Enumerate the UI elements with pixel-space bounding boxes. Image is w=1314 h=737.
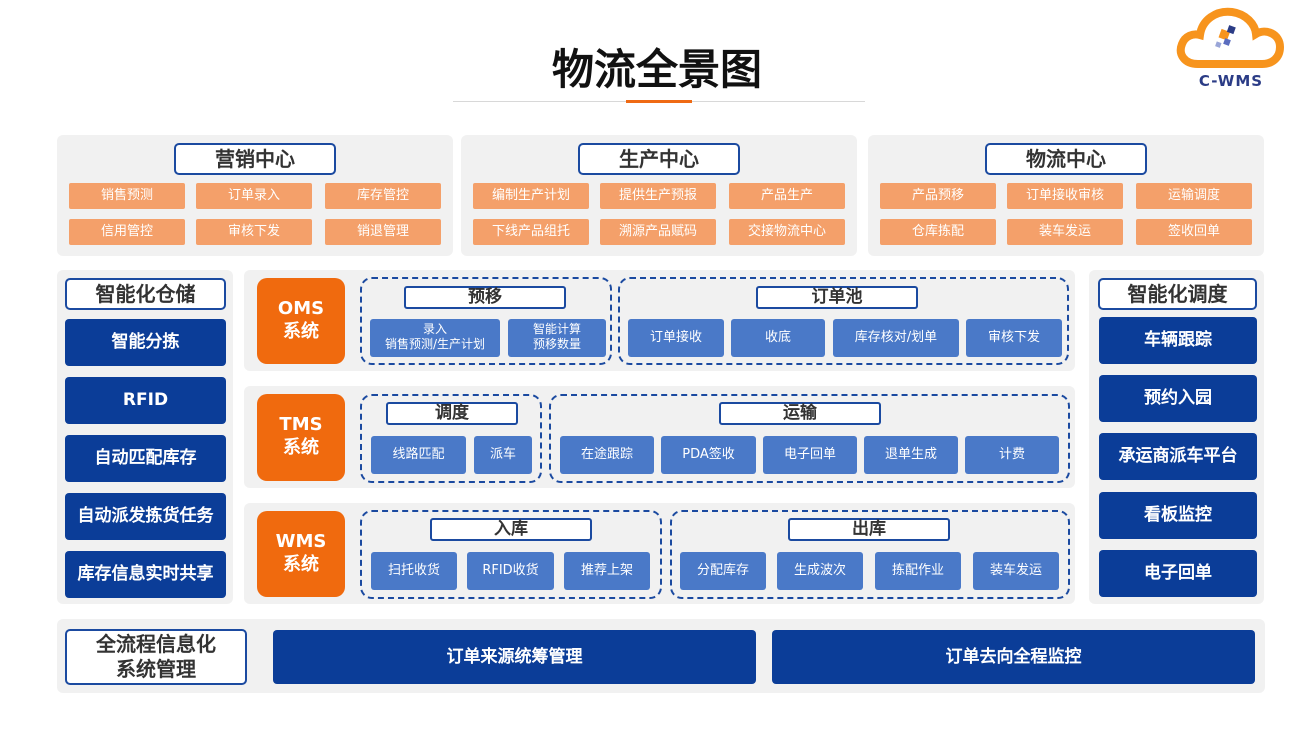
auto-match-inventory-button[interactable]: 自动匹配库存 bbox=[65, 435, 226, 482]
transport-group: 运输 在途跟踪 PDA签收 电子回单 退单生成 计费 bbox=[549, 394, 1070, 483]
tms-name: TMS bbox=[279, 414, 323, 435]
putaway-item[interactable]: 推荐上架 bbox=[564, 552, 650, 590]
logistics-item[interactable]: 运输调度 bbox=[1136, 183, 1252, 209]
dashboard-monitor-button[interactable]: 看板监控 bbox=[1099, 492, 1257, 539]
e-receipt-item[interactable]: 电子回单 bbox=[763, 436, 857, 474]
pre-move-label: 预移 bbox=[404, 286, 566, 309]
production-item[interactable]: 交接物流中心 bbox=[729, 219, 845, 245]
e-receipt-button[interactable]: 电子回单 bbox=[1099, 550, 1257, 597]
info-management-title-line2: 系统管理 bbox=[116, 657, 196, 681]
oms-badge: OMS 系统 bbox=[257, 278, 345, 364]
smart-warehousing-panel: 智能化仓储 智能分拣 RFID 自动匹配库存 自动派发拣货任务 库存信息实时共享 bbox=[57, 270, 233, 604]
wms-name: WMS bbox=[275, 531, 327, 552]
logistics-center-title: 物流中心 bbox=[985, 143, 1147, 175]
smart-warehousing-title: 智能化仓储 bbox=[65, 278, 226, 310]
marketing-center-title: 营销中心 bbox=[174, 143, 336, 175]
tms-badge: TMS 系统 bbox=[257, 394, 345, 481]
marketing-item[interactable]: 销退管理 bbox=[325, 219, 441, 245]
order-destination-monitor-button[interactable]: 订单去向全程监控 bbox=[772, 630, 1255, 684]
oms-name: OMS bbox=[277, 298, 325, 319]
item-line: 预移数量 bbox=[532, 337, 581, 351]
outbound-label: 出库 bbox=[788, 518, 950, 541]
title-accent-bar bbox=[626, 100, 692, 103]
logo-text: C-WMS bbox=[1198, 72, 1264, 90]
logistics-center-panel: 物流中心 产品预移 订单接收审核 运输调度 仓库拣配 装车发运 签收回单 bbox=[868, 135, 1264, 256]
allocate-inventory-item[interactable]: 分配库存 bbox=[680, 552, 766, 590]
tms-panel: TMS 系统 调度 线路匹配 派车 运输 在途跟踪 PDA签收 电子回单 退单生… bbox=[244, 386, 1075, 488]
oms-smart-calc-item[interactable]: 智能计算 预移数量 bbox=[508, 319, 606, 357]
production-item[interactable]: 产品生产 bbox=[729, 183, 845, 209]
logo: C-WMS bbox=[1176, 6, 1286, 98]
pda-sign-item[interactable]: PDA签收 bbox=[661, 436, 756, 474]
production-center-title: 生产中心 bbox=[578, 143, 740, 175]
info-management-panel: 全流程信息化 系统管理 订单来源统筹管理 订单去向全程监控 bbox=[57, 619, 1265, 693]
production-item[interactable]: 下线产品组托 bbox=[473, 219, 589, 245]
cloud-logo-icon bbox=[1176, 7, 1285, 68]
oms-entry-forecast-item[interactable]: 录入 销售预测/生产计划 bbox=[370, 319, 500, 357]
logistics-item[interactable]: 签收回单 bbox=[1136, 219, 1252, 245]
order-pool-group: 订单池 订单接收 收底 库存核对/划单 审核下发 bbox=[618, 277, 1069, 365]
rfid-button[interactable]: RFID bbox=[65, 377, 226, 424]
production-item[interactable]: 提供生产预报 bbox=[600, 183, 716, 209]
smart-dispatching-title: 智能化调度 bbox=[1098, 278, 1257, 310]
info-management-title-line1: 全流程信息化 bbox=[96, 632, 216, 656]
order-pool-label: 订单池 bbox=[756, 286, 918, 309]
dispatch-vehicle-item[interactable]: 派车 bbox=[474, 436, 532, 474]
logistics-item[interactable]: 仓库拣配 bbox=[880, 219, 996, 245]
marketing-center-panel: 营销中心 销售预测 订单录入 库存管控 信用管控 审核下发 销退管理 bbox=[57, 135, 453, 256]
loading-shipping-item[interactable]: 装车发运 bbox=[973, 552, 1059, 590]
marketing-item[interactable]: 销售预测 bbox=[69, 183, 185, 209]
info-management-title: 全流程信息化 系统管理 bbox=[65, 629, 247, 685]
oms-subname: 系统 bbox=[283, 321, 319, 342]
dispatch-label: 调度 bbox=[386, 402, 518, 425]
production-center-panel: 生产中心 编制生产计划 提供生产预报 产品生产 下线产品组托 溯源产品赋码 交接… bbox=[461, 135, 857, 256]
review-issue-item[interactable]: 审核下发 bbox=[966, 319, 1062, 357]
item-line: 智能计算 bbox=[532, 322, 581, 336]
marketing-item[interactable]: 订单录入 bbox=[196, 183, 312, 209]
route-match-item[interactable]: 线路匹配 bbox=[371, 436, 466, 474]
outbound-group: 出库 分配库存 生成波次 拣配作业 装车发运 bbox=[670, 510, 1070, 599]
inbound-group: 入库 扫托收货 RFID收货 推荐上架 bbox=[360, 510, 662, 599]
marketing-item[interactable]: 审核下发 bbox=[196, 219, 312, 245]
item-line: 录入 bbox=[422, 322, 447, 336]
inventory-sharing-button[interactable]: 库存信息实时共享 bbox=[65, 551, 226, 598]
order-source-management-button[interactable]: 订单来源统筹管理 bbox=[273, 630, 756, 684]
production-item[interactable]: 编制生产计划 bbox=[473, 183, 589, 209]
vehicle-tracking-button[interactable]: 车辆跟踪 bbox=[1099, 317, 1257, 364]
marketing-item[interactable]: 库存管控 bbox=[325, 183, 441, 209]
wave-generate-item[interactable]: 生成波次 bbox=[777, 552, 863, 590]
wms-subname: 系统 bbox=[283, 554, 319, 575]
tms-subname: 系统 bbox=[283, 437, 319, 458]
billing-item[interactable]: 计费 bbox=[965, 436, 1059, 474]
item-line: 销售预测/生产计划 bbox=[384, 337, 486, 351]
logistics-item[interactable]: 产品预移 bbox=[880, 183, 996, 209]
smart-dispatching-panel: 智能化调度 车辆跟踪 预约入园 承运商派车平台 看板监控 电子回单 bbox=[1089, 270, 1264, 604]
carrier-dispatch-button[interactable]: 承运商派车平台 bbox=[1099, 433, 1257, 480]
return-order-item[interactable]: 退单生成 bbox=[864, 436, 958, 474]
picking-item[interactable]: 拣配作业 bbox=[875, 552, 961, 590]
wms-panel: WMS 系统 入库 扫托收货 RFID收货 推荐上架 出库 分配库存 生成波次 … bbox=[244, 503, 1075, 604]
marketing-item[interactable]: 信用管控 bbox=[69, 219, 185, 245]
transport-label: 运输 bbox=[719, 402, 881, 425]
dispatch-group: 调度 线路匹配 派车 bbox=[360, 394, 542, 483]
wms-badge: WMS 系统 bbox=[257, 511, 345, 597]
inventory-check-item[interactable]: 库存核对/划单 bbox=[833, 319, 959, 357]
production-item[interactable]: 溯源产品赋码 bbox=[600, 219, 716, 245]
pre-move-group: 预移 录入 销售预测/生产计划 智能计算 预移数量 bbox=[360, 277, 612, 365]
inbound-label: 入库 bbox=[430, 518, 592, 541]
smart-sorting-button[interactable]: 智能分拣 bbox=[65, 319, 226, 366]
page-title: 物流全景图 bbox=[551, 45, 762, 94]
auto-dispatch-picking-button[interactable]: 自动派发拣货任务 bbox=[65, 493, 226, 540]
order-receive-item[interactable]: 订单接收 bbox=[628, 319, 724, 357]
logistics-item[interactable]: 装车发运 bbox=[1007, 219, 1123, 245]
oms-panel: OMS 系统 预移 录入 销售预测/生产计划 智能计算 预移数量 订单池 订单接… bbox=[244, 270, 1075, 371]
appointment-entry-button[interactable]: 预约入园 bbox=[1099, 375, 1257, 422]
logistics-item[interactable]: 订单接收审核 bbox=[1007, 183, 1123, 209]
rfid-receive-item[interactable]: RFID收货 bbox=[467, 552, 554, 590]
order-base-item[interactable]: 收底 bbox=[731, 319, 825, 357]
scan-receive-item[interactable]: 扫托收货 bbox=[371, 552, 457, 590]
in-transit-tracking-item[interactable]: 在途跟踪 bbox=[560, 436, 654, 474]
